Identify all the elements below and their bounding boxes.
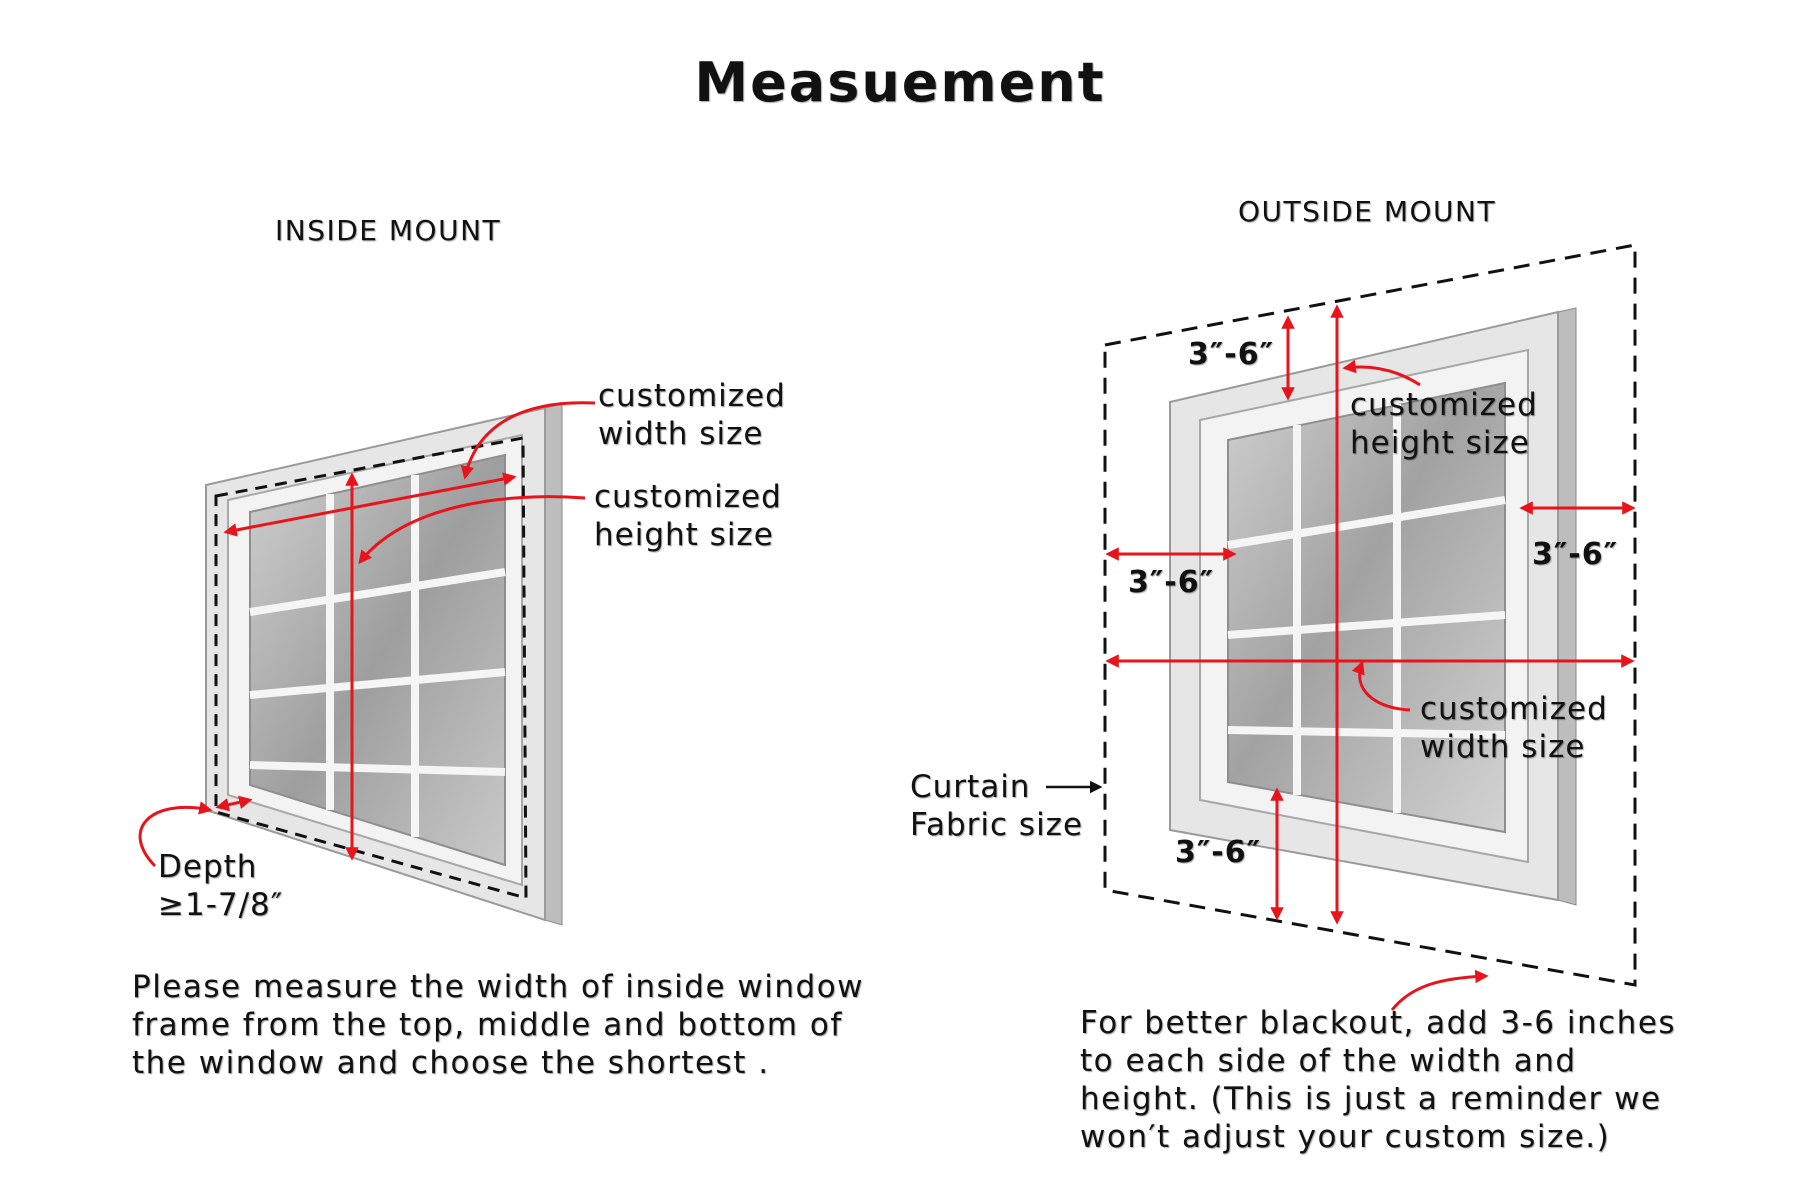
inside-mount-heading: INSIDE MOUNT (275, 214, 502, 247)
outside-height-label: customized height size (1350, 387, 1538, 461)
inside-width-label: customized width size (598, 378, 786, 452)
curtain-fabric-label: Curtain Fabric size (910, 769, 1084, 843)
inside-instruction-text: Please measure the width of inside windo… (132, 969, 865, 1081)
outside-height-callout-arrow-icon (1342, 359, 1421, 387)
right-offset-label: 3″-6″ (1532, 537, 1619, 572)
width-callout-arrow-icon (460, 401, 596, 480)
blackout-note-arrow-icon (1390, 969, 1489, 1011)
inside-dashed-outline-icon (214, 436, 528, 900)
inside-arrow-group (138, 401, 596, 868)
depth-callout-arrow-icon (138, 801, 213, 868)
top-offset-label: 3″-6″ (1188, 337, 1275, 372)
inside-window-icon (205, 403, 563, 926)
outside-arrow-group (1105, 304, 1636, 1011)
outside-instruction-text: For better blackout, add 3-6 inches to e… (1080, 1005, 1677, 1155)
page-title: Measuement (694, 51, 1106, 114)
depth-label: Depth ≥1-7/8″ (158, 849, 284, 923)
height-callout-arrow-icon (358, 495, 586, 565)
bottom-offset-label: 3″-6″ (1175, 835, 1262, 870)
outside-width-label: customized width size (1420, 691, 1608, 765)
inside-depth-arrow-icon (215, 795, 253, 812)
left-offset-label: 3″-6″ (1128, 565, 1215, 600)
outside-mount-heading: OUTSIDE MOUNT (1238, 195, 1497, 228)
inside-width-arrow-icon (223, 472, 517, 537)
outside-dashed-outline-icon (1103, 243, 1637, 987)
inside-height-label: customized height size (594, 479, 782, 553)
outside-window-icon (1169, 307, 1577, 906)
outside-width-callout-arrow-icon (1351, 660, 1411, 712)
